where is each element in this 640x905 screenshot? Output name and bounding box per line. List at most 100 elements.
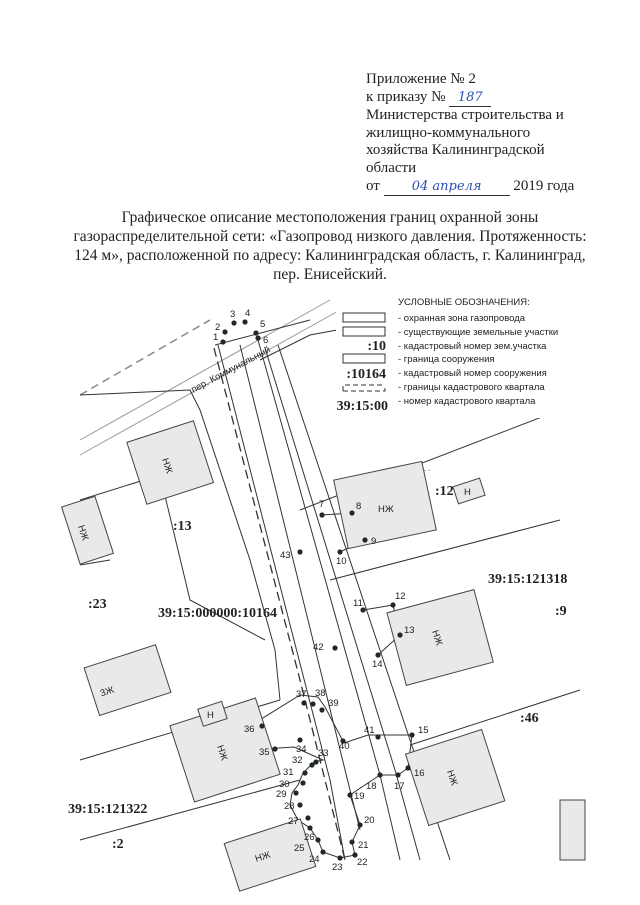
- boundary-point-label: 11: [353, 598, 363, 609]
- appendix-header: Приложение № 2 к приказу № 187 Министерс…: [366, 71, 574, 197]
- boundary-point-label: 23: [332, 862, 343, 873]
- building-label: НЖ: [159, 457, 174, 475]
- boundary-point-marker: [395, 772, 401, 778]
- quarter-boundary: [213, 347, 346, 861]
- legend-label: - существующие земельные участки: [398, 327, 558, 338]
- boundary-point-label: 3: [230, 309, 235, 320]
- legend-label: - номер кадастрового квартала: [398, 396, 536, 407]
- ministry-line-3: хозяйства Калининградской: [366, 142, 545, 159]
- boundary-point-label: 16: [414, 768, 425, 779]
- boundary-point-marker: [222, 329, 228, 335]
- boundary-point-label: 32: [292, 755, 303, 766]
- boundary-point-label: 41: [364, 725, 375, 736]
- legend-label: - охранная зона газопровода: [398, 313, 526, 324]
- ministry-line-2: жилищно-коммунального: [366, 124, 531, 141]
- boundary-point-label: 25: [294, 843, 305, 854]
- quarter-number: 39:15:121318: [488, 572, 567, 587]
- parcel-boundary: [79, 389, 281, 701]
- structure-number: 39:15:000000:10164: [158, 606, 277, 621]
- boundary-point-marker: [220, 339, 226, 345]
- boundary-point-marker: [310, 701, 316, 707]
- building: [197, 700, 228, 727]
- building-label: НЖ: [75, 524, 90, 542]
- boundary-point-marker: [297, 802, 303, 808]
- ministry-line-1: Министерства строительства и: [366, 107, 564, 124]
- building: [126, 420, 215, 505]
- appendix-number: Приложение № 2: [366, 71, 476, 87]
- boundary-point-marker: [352, 852, 358, 858]
- date-prefix: от: [366, 177, 380, 194]
- document-title: Графическое описание местоположения гран…: [73, 209, 587, 283]
- quarter-boundary: [79, 319, 211, 396]
- boundary-point-label: 42: [313, 642, 324, 653]
- boundary-point-label: 26: [304, 832, 315, 843]
- boundary-point-marker: [297, 737, 303, 743]
- order-line: к приказу № 187: [366, 89, 574, 108]
- boundary-point-label: 13: [404, 625, 415, 636]
- parcel-boundary: [329, 519, 561, 581]
- boundary-point-marker: [319, 512, 325, 518]
- parcel-number: :12: [435, 484, 454, 499]
- boundary-point-marker: [337, 549, 343, 555]
- street-name: пер. Коммунальный: [189, 344, 272, 395]
- boundary-point-marker: [349, 839, 355, 845]
- legend: УСЛОВНЫЕ ОБОЗНАЧЕНИЯ: :10 :10164 39:15:0…: [336, 292, 600, 418]
- parcel-boundary: [409, 689, 581, 746]
- boundary-point-label: 30: [279, 779, 290, 790]
- legend-label: - кадастровый номер сооружения: [398, 368, 547, 379]
- boundary-point-marker: [313, 759, 319, 765]
- building: [60, 495, 115, 565]
- boundary-point-marker: [297, 549, 303, 555]
- building-label: 3Ж: [99, 685, 116, 700]
- gas-zone-boundary: [264, 347, 421, 861]
- street-line: [214, 319, 311, 346]
- building: [223, 818, 317, 892]
- building: [452, 477, 486, 505]
- order-number: 187: [449, 89, 492, 108]
- boundary-point-label: 28: [284, 801, 295, 812]
- boundary-point-marker: [255, 335, 261, 341]
- boundary-point-label: 7: [319, 499, 324, 510]
- boundary-point-label: 17: [394, 781, 405, 792]
- boundary-point-marker: [320, 849, 326, 855]
- boundary-point-marker: [302, 770, 308, 776]
- boundary-point-label: 22: [357, 857, 368, 868]
- boundary-point-label: 5: [260, 319, 265, 330]
- legend-label: - граница сооружения: [398, 354, 495, 365]
- boundary-point-marker: [253, 330, 259, 336]
- legend-symbol-quarter-number: 39:15:00: [337, 399, 388, 414]
- boundary-point-label: 31: [283, 767, 294, 778]
- boundary-point-label: 35: [259, 747, 270, 758]
- legend-symbol-parcel-number: :10: [367, 339, 386, 354]
- boundary-point-marker: [231, 320, 237, 326]
- building-label: Н: [464, 487, 471, 498]
- gas-zone-boundary: [217, 344, 346, 861]
- boundary-point-marker: [390, 602, 396, 608]
- building: [386, 589, 494, 686]
- boundary-point-marker: [242, 319, 248, 325]
- parcel-boundary: [79, 474, 266, 641]
- street-edge: [79, 299, 331, 441]
- date-line: от 04 апреля 2019 года: [366, 178, 574, 197]
- boundary-point-label: 39: [328, 698, 339, 709]
- boundary-point-label: 8: [356, 501, 361, 512]
- boundary-point-marker: [301, 700, 307, 706]
- boundary-point-label: 38: [315, 688, 326, 699]
- boundary-point-marker: [409, 732, 415, 738]
- boundary-point-label: 10: [336, 556, 347, 567]
- boundary-point-label: 19: [354, 791, 365, 802]
- parcel-number: :46: [520, 711, 539, 726]
- building-label: Н: [207, 710, 214, 721]
- building-label: НЖ: [214, 744, 229, 762]
- parcel-boundary: [79, 559, 111, 566]
- date-suffix: 2019 года: [513, 177, 575, 194]
- boundary-point-marker: [259, 723, 265, 729]
- boundary-point-marker: [375, 734, 381, 740]
- boundary-point-label: 14: [372, 659, 383, 670]
- boundary-point-marker: [360, 607, 366, 613]
- boundary-point-label: 21: [358, 840, 369, 851]
- quarter-number: 39:15:121322: [68, 802, 147, 817]
- parcel-number: :23: [88, 597, 107, 612]
- boundary-point-marker: [315, 837, 321, 843]
